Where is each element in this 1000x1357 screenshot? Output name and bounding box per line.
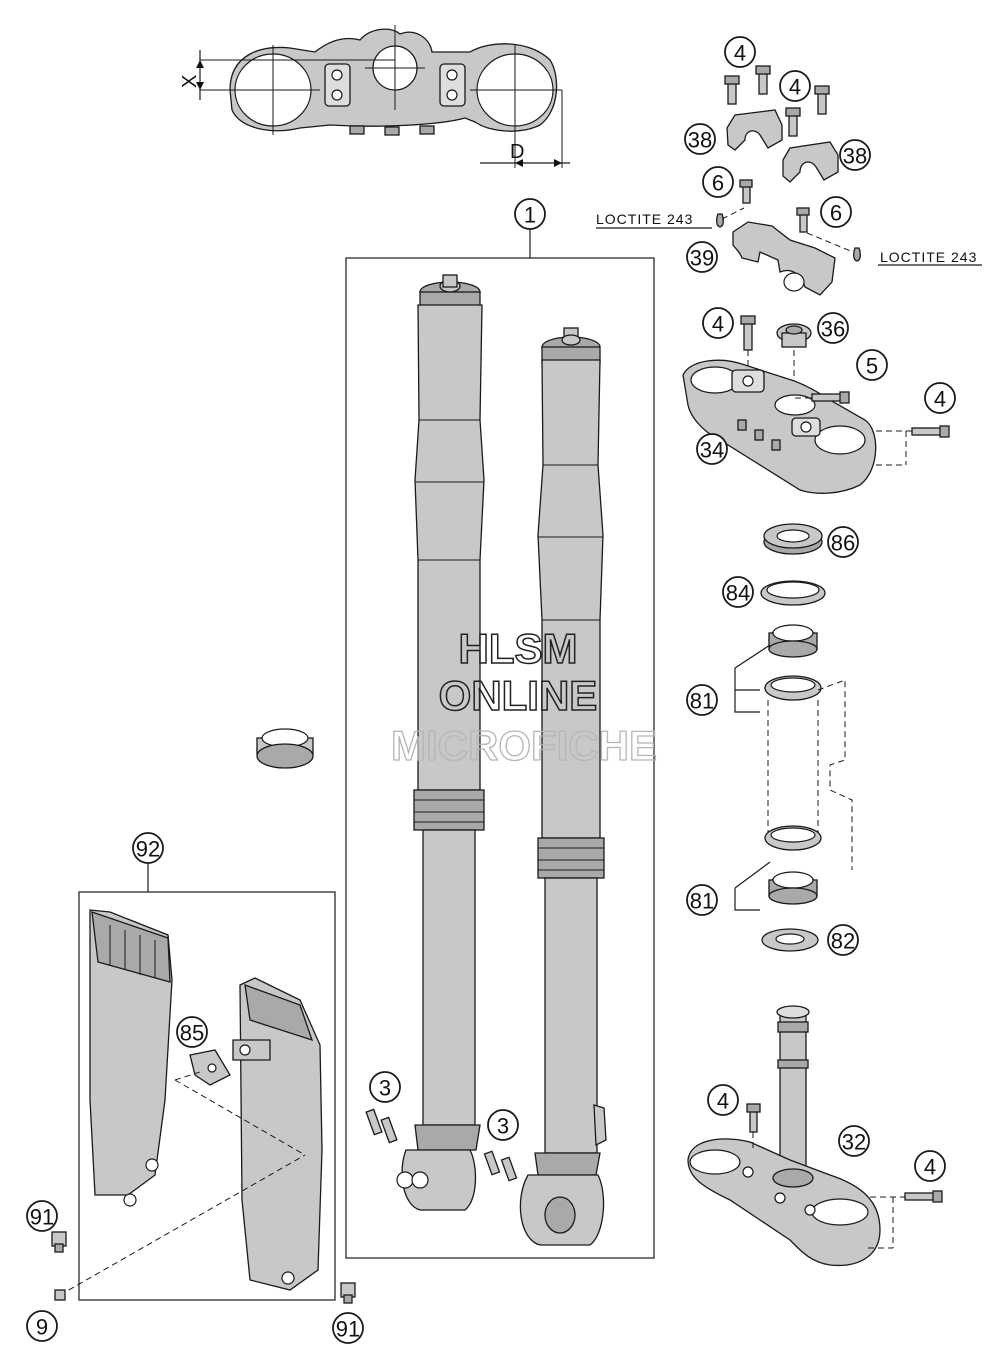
fork-protector-frame xyxy=(78,891,336,1301)
callout-38: 38 xyxy=(684,123,716,155)
callout-91: 91 xyxy=(332,1312,364,1344)
callout-number: 38 xyxy=(688,128,712,153)
handlebar-clamp-left xyxy=(726,109,783,151)
callout-4: 4 xyxy=(724,36,756,68)
callout-number: 36 xyxy=(821,317,845,342)
callout-6: 6 xyxy=(702,166,734,198)
callout-number: 4 xyxy=(789,75,801,100)
callout-number: 34 xyxy=(700,438,724,463)
loctite-note-left: LOCTITE 243 xyxy=(596,211,693,227)
callout-38: 38 xyxy=(839,139,871,171)
handlebar-clamp-group: LOCTITE 243 LOCTITE 243 xyxy=(596,65,982,296)
callout-4: 4 xyxy=(702,307,734,339)
fork-leg-right xyxy=(519,327,607,1246)
callout-85: 85 xyxy=(176,1016,208,1048)
callout-number: 91 xyxy=(30,1205,54,1230)
callout-84: 84 xyxy=(722,576,754,608)
protector-screws xyxy=(51,1231,356,1304)
callout-3: 3 xyxy=(487,1109,519,1141)
steering-bearing-stack xyxy=(734,523,853,952)
callout-number: 4 xyxy=(717,1089,729,1114)
callout-number: 4 xyxy=(924,1155,936,1180)
callout-number: 9 xyxy=(36,1315,48,1340)
loctite-note-right: LOCTITE 243 xyxy=(880,249,977,265)
callout-81: 81 xyxy=(686,884,718,916)
upper-triple-clamp xyxy=(682,315,950,494)
fork-seal-ring xyxy=(256,728,314,769)
dimension-x-label: X xyxy=(179,75,201,88)
callout-number: 6 xyxy=(830,201,842,226)
callout-92: 92 xyxy=(132,832,164,864)
watermark-line-3: MICROFICHE xyxy=(391,722,657,769)
callout-32: 32 xyxy=(838,1125,870,1157)
callout-4: 4 xyxy=(707,1084,739,1116)
watermark: HLSM ONLINE MICROFICHE xyxy=(390,624,657,769)
callout-number: 85 xyxy=(180,1021,204,1046)
callout-number: 81 xyxy=(690,889,714,914)
callout-number: 84 xyxy=(726,581,750,606)
callout-34: 34 xyxy=(696,433,728,465)
fork-protector-right xyxy=(232,977,323,1291)
fork-leg-left xyxy=(396,274,485,1211)
callout-number: 6 xyxy=(712,171,724,196)
callout-39: 39 xyxy=(686,241,718,273)
callout-6: 6 xyxy=(820,196,852,228)
callout-number: 5 xyxy=(866,354,878,379)
callout-number: 4 xyxy=(734,41,746,66)
callout-36: 36 xyxy=(817,312,849,344)
callout-number: 91 xyxy=(336,1317,360,1342)
dimension-d-label: D xyxy=(510,141,524,163)
callout-number: 92 xyxy=(136,837,160,862)
fork-protector-left xyxy=(89,909,173,1207)
callout-86: 86 xyxy=(827,526,859,558)
callout-number: 38 xyxy=(843,144,867,169)
callout-number: 32 xyxy=(842,1130,866,1155)
callout-number: 3 xyxy=(497,1114,509,1139)
callout-number: 4 xyxy=(934,387,946,412)
clamp-bolt xyxy=(724,65,830,137)
callout-number: 86 xyxy=(831,531,855,556)
callout-82: 82 xyxy=(827,924,859,956)
callout-4: 4 xyxy=(924,382,956,414)
watermark-line-2: ONLINE xyxy=(439,672,598,719)
callout-3: 3 xyxy=(369,1071,401,1103)
watermark-line-1: HLSM xyxy=(459,625,578,672)
callout-number: 1 xyxy=(524,203,536,228)
callout-number: 82 xyxy=(831,929,855,954)
callout-number: 39 xyxy=(690,246,714,271)
callout-4: 4 xyxy=(914,1150,946,1182)
axle-clamp-bolts xyxy=(365,1108,518,1182)
callout-1: 1 xyxy=(514,198,546,230)
callout-number: 81 xyxy=(690,689,714,714)
callout-91: 91 xyxy=(26,1200,58,1232)
callout-5: 5 xyxy=(856,349,888,381)
protector-bracket xyxy=(189,1049,231,1086)
callout-number: 3 xyxy=(379,1076,391,1101)
handlebar-mount-bridge xyxy=(732,221,836,296)
callout-number: 4 xyxy=(712,312,724,337)
callout-9: 9 xyxy=(26,1310,58,1342)
lower-triple-clamp xyxy=(687,1005,943,1267)
callout-81: 81 xyxy=(686,684,718,716)
callout-4: 4 xyxy=(779,70,811,102)
top-triple-clamp-dimension-view: X D xyxy=(179,25,570,168)
fork-assembly-frame xyxy=(345,257,655,1259)
handlebar-clamp-right xyxy=(782,141,839,183)
